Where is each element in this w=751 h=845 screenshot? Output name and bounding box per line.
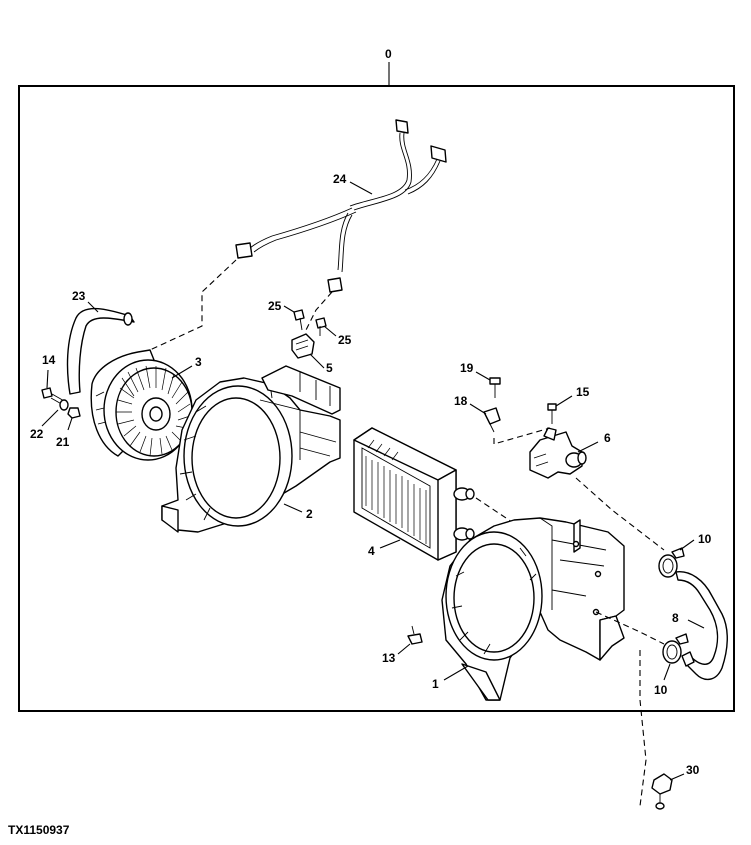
assembly-frame [18, 85, 735, 712]
callout-30: 30 [686, 763, 700, 777]
heater-core [353, 427, 475, 561]
callout-1-leader [443, 665, 469, 681]
heater-hose [675, 571, 728, 681]
callout-4-leader [379, 539, 401, 549]
nut-21 [67, 407, 81, 419]
callout-25a-leader [283, 305, 295, 313]
callout-15: 15 [576, 385, 590, 399]
callout-13-leader [397, 643, 411, 655]
callout-23: 23 [72, 289, 86, 303]
callout-10a-leader [679, 539, 695, 551]
callout-10b: 10 [654, 683, 668, 697]
callout-10b-leader [663, 663, 671, 681]
hose-clamp-lower [662, 633, 689, 664]
callout-24: 24 [333, 172, 347, 186]
callout-5-leader [309, 353, 325, 369]
screw-25-lower [315, 317, 327, 336]
callout-5: 5 [326, 361, 333, 375]
callout-22: 22 [30, 427, 44, 441]
callout-3-leader [171, 365, 193, 379]
callout-14-leader [46, 369, 49, 389]
callout-0: 0 [385, 47, 392, 61]
core-dash-to-housing [475, 497, 513, 523]
callout-25a: 25 [268, 299, 282, 313]
callout-15-leader [555, 395, 573, 407]
figure-id: TX1150937 [8, 823, 70, 837]
callout-1: 1 [432, 677, 439, 691]
callout-4: 4 [368, 544, 375, 558]
callout-22-leader [41, 409, 59, 427]
valve-dash-to-clamp [575, 477, 665, 551]
callout-19-leader [475, 371, 491, 381]
blower-resistor [291, 333, 315, 359]
callout-21-leader [67, 417, 73, 431]
washer-22 [59, 399, 69, 411]
callout-2: 2 [306, 507, 313, 521]
water-valve [529, 427, 587, 479]
heater-housing-rear [441, 517, 625, 701]
callout-8-leader [687, 619, 705, 629]
callout-19: 19 [460, 361, 474, 375]
callout-30-leader [669, 773, 685, 781]
clip-13 [407, 625, 423, 645]
screw-25-upper [293, 309, 305, 331]
callout-18: 18 [454, 394, 468, 408]
drain-hose [66, 307, 135, 395]
callout-3: 3 [195, 355, 202, 369]
callout-25b: 25 [338, 333, 352, 347]
blower-housing-front [161, 365, 341, 533]
callout-21: 21 [56, 435, 70, 449]
callout-8: 8 [672, 611, 679, 625]
fitting-30 [651, 773, 673, 810]
harness-dash-to-blower [149, 259, 237, 351]
callout-6-leader [577, 441, 599, 453]
callout-13: 13 [382, 651, 396, 665]
hose-clamp-upper [658, 547, 685, 578]
callout-2-leader [283, 503, 303, 513]
bracket-18 [483, 407, 501, 433]
callout-24-leader [349, 181, 373, 195]
callout-23-leader [87, 301, 99, 313]
screw-19 [489, 377, 501, 398]
callout-10a: 10 [698, 532, 712, 546]
screw-15 [547, 403, 557, 424]
callout-6: 6 [604, 431, 611, 445]
callout-18-leader [469, 403, 487, 415]
dash-to-fitting-30 [639, 650, 647, 807]
valve-dash-top [493, 427, 551, 445]
harness-dash-to-resistor [305, 291, 333, 331]
blower-motor [90, 349, 193, 461]
wiring-harness [235, 119, 447, 293]
callout-25b-leader [323, 325, 337, 337]
callout-14: 14 [42, 353, 56, 367]
